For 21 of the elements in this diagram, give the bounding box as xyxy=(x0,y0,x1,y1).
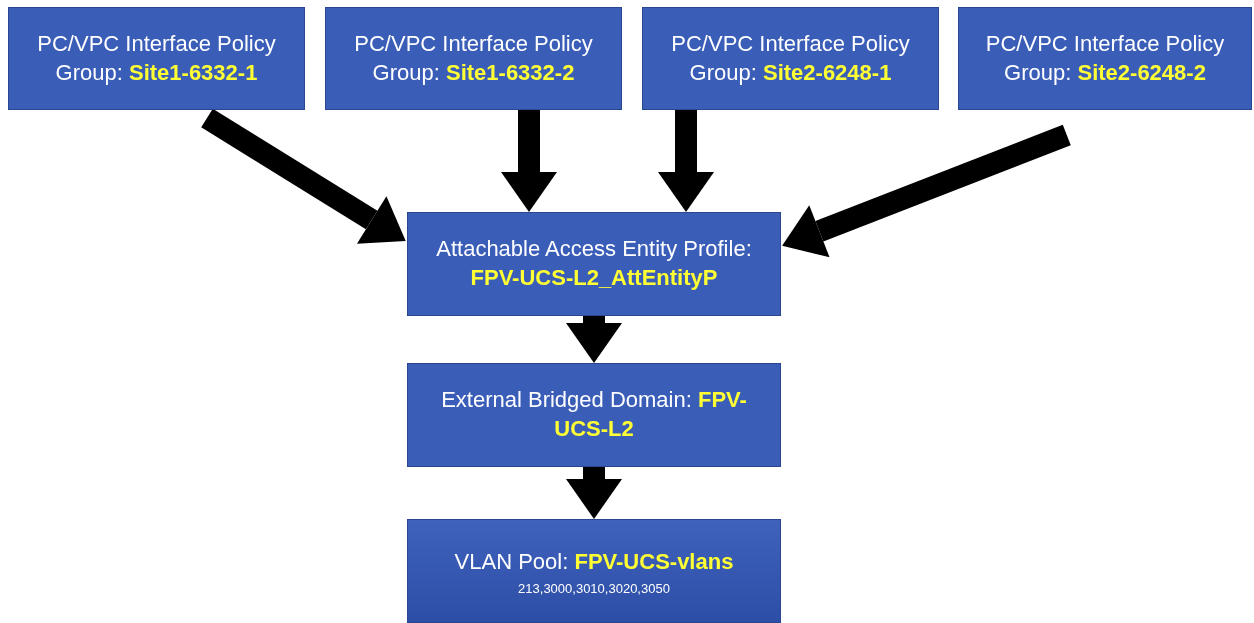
box-label: VLAN Pool: FPV-UCS-vlans xyxy=(454,548,734,576)
process-box xyxy=(958,7,1252,110)
process-box xyxy=(407,363,781,467)
process-box xyxy=(642,7,939,110)
arrow xyxy=(566,316,622,363)
arrow xyxy=(566,467,622,519)
process-box xyxy=(407,212,781,316)
box-label: Attachable Access Entity Profile: FPV-UCS-L2_AttEntityP xyxy=(435,235,753,292)
process-box xyxy=(8,7,305,110)
arrow xyxy=(658,110,714,212)
arrow xyxy=(201,108,406,244)
arrow xyxy=(782,124,1071,258)
box-note: 213,3000,3010,3020,3050 xyxy=(518,580,670,596)
process-box xyxy=(407,519,781,623)
box-label: PC/VPC Interface Policy Group: Site1-6332-1 xyxy=(36,29,277,87)
arrow xyxy=(501,110,557,212)
box-label: PC/VPC Interface Policy Group: Site2-6248-1 xyxy=(670,29,911,87)
process-box xyxy=(325,7,622,110)
box-label: PC/VPC Interface Policy Group: Site2-6248-2 xyxy=(984,29,1226,87)
box-label: External Bridged Domain: FPV-UCS-L2 xyxy=(440,386,748,443)
box-label: PC/VPC Interface Policy Group: Site1-6332-2 xyxy=(353,29,594,87)
